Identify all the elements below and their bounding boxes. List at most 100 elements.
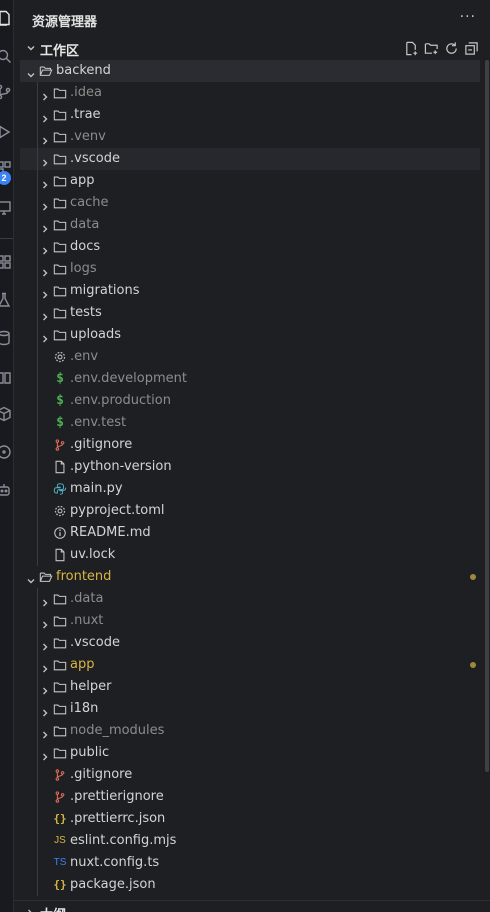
run-debug-icon[interactable] (0, 124, 13, 144)
grid-icon[interactable] (0, 254, 13, 274)
chevron-right-icon (40, 594, 50, 607)
outline-section-header[interactable]: 大纲 (14, 900, 490, 912)
tree-folder-venv[interactable]: .venv (20, 126, 480, 148)
more-actions-button[interactable]: ··· (459, 9, 476, 25)
tree-item-label: eslint.config.mjs (70, 833, 177, 848)
tree-folder-tests[interactable]: tests (20, 302, 480, 324)
git-file-icon (53, 438, 67, 452)
folder-icon (53, 306, 67, 320)
tree-folder-migrations[interactable]: migrations (20, 280, 480, 302)
tree-folder-helper[interactable]: helper (20, 676, 480, 698)
tree-item-label: .idea (70, 85, 102, 100)
git-file-icon (53, 790, 67, 804)
tree-item-label: node_modules (70, 723, 165, 738)
chat-icon[interactable] (0, 444, 13, 464)
package-icon[interactable] (0, 406, 13, 426)
info-file-icon (53, 526, 67, 540)
tree-file-env-development[interactable]: $.env.development (20, 368, 480, 390)
chevron-right-icon (40, 220, 50, 233)
tree-item-label: nuxt.config.ts (70, 855, 160, 870)
tree-file-readme-md[interactable]: README.md (20, 522, 480, 544)
folder-icon (53, 614, 67, 628)
tree-folder-vscode[interactable]: .vscode (20, 632, 480, 654)
tree-folder-app[interactable]: app (20, 170, 480, 192)
tree-item-label: migrations (70, 283, 140, 298)
tree-file-main-py[interactable]: main.py (20, 478, 480, 500)
tree-folder-data[interactable]: .data (20, 588, 480, 610)
tree-item-label: .prettierrc.json (70, 811, 166, 826)
new-folder-icon[interactable] (424, 41, 440, 57)
tree-folder-docs[interactable]: docs (20, 236, 480, 258)
explorer-sidebar: 资源管理器 ··· 工作区 backend.idea.trae.venv.vsc… (14, 0, 490, 912)
tree-folder-uploads[interactable]: uploads (20, 324, 480, 346)
tree-item-label: pyproject.toml (70, 503, 165, 518)
scrollbar-thumb[interactable] (485, 60, 489, 772)
folder-icon (53, 636, 67, 650)
tree-file-python-version[interactable]: .python-version (20, 456, 480, 478)
section-actions (404, 41, 480, 57)
tree-file-env[interactable]: .env (20, 346, 480, 368)
new-file-icon[interactable] (404, 41, 420, 57)
tree-file-env-production[interactable]: $.env.production (20, 390, 480, 412)
tree-folder-logs[interactable]: logs (20, 258, 480, 280)
tree-file-prettierrc-json[interactable]: {}.prettierrc.json (20, 808, 480, 830)
tree-folder-vscode[interactable]: .vscode (20, 148, 480, 170)
env-file-icon: $ (56, 415, 64, 430)
source-control-icon[interactable] (0, 84, 13, 104)
chevron-right-icon (25, 907, 35, 912)
tree-file-gitignore[interactable]: .gitignore (20, 434, 480, 456)
testing-flask-icon[interactable] (0, 292, 13, 312)
folder-icon (53, 284, 67, 298)
tree-file-uv-lock[interactable]: uv.lock (20, 544, 480, 566)
book-icon[interactable] (0, 370, 13, 390)
chevron-right-icon (40, 704, 50, 717)
tree-item-label: tests (70, 305, 102, 320)
folder-icon (53, 262, 67, 276)
chevron-right-icon (40, 286, 50, 299)
explorer-files-icon[interactable] (0, 10, 13, 30)
tree-item-label: .vscode (70, 151, 120, 166)
workspace-section-header[interactable]: 工作区 (14, 38, 490, 60)
tree-file-pyproject-toml[interactable]: pyproject.toml (20, 500, 480, 522)
tree-item-label: helper (70, 679, 112, 694)
tree-folder-node-modules[interactable]: node_modules (20, 720, 480, 742)
refresh-icon[interactable] (444, 41, 460, 57)
tree-folder-idea[interactable]: .idea (20, 82, 480, 104)
tree-folder-app[interactable]: app (20, 654, 480, 676)
tree-folder-backend[interactable]: backend (20, 60, 480, 82)
search-icon[interactable] (0, 48, 13, 68)
tree-folder-data[interactable]: data (20, 214, 480, 236)
tree-folder-frontend[interactable]: frontend (20, 566, 480, 588)
json-file-icon: {} (53, 878, 67, 891)
chevron-right-icon (40, 308, 50, 321)
folder-icon (53, 328, 67, 342)
tree-item-label: i18n (70, 701, 99, 716)
chevron-right-icon (40, 748, 50, 761)
tree-file-package-json[interactable]: {}package.json (20, 874, 480, 896)
git-file-icon (53, 768, 67, 782)
tree-folder-nuxt[interactable]: .nuxt (20, 610, 480, 632)
tree-folder-public[interactable]: public (20, 742, 480, 764)
file-icon (53, 460, 67, 474)
chevron-right-icon (40, 330, 50, 343)
tree-folder-i18n[interactable]: i18n (20, 698, 480, 720)
chevron-right-icon (40, 616, 50, 629)
database-icon[interactable] (0, 330, 13, 350)
remote-explorer-icon[interactable] (0, 200, 13, 220)
tree-folder-trae[interactable]: .trae (20, 104, 480, 126)
chevron-right-icon (40, 638, 50, 651)
tree-file-gitignore[interactable]: .gitignore (20, 764, 480, 786)
workspace-title: 工作区 (40, 44, 80, 59)
tree-item-label: .python-version (70, 459, 172, 474)
robot-icon[interactable] (0, 482, 13, 502)
folder-icon (53, 174, 67, 188)
modified-indicator-dot (470, 662, 476, 668)
tree-folder-cache[interactable]: cache (20, 192, 480, 214)
folder-icon (53, 240, 67, 254)
tree-file-prettierignore[interactable]: .prettierignore (20, 786, 480, 808)
tree-file-env-test[interactable]: $.env.test (20, 412, 480, 434)
collapse-all-icon[interactable] (464, 41, 480, 57)
